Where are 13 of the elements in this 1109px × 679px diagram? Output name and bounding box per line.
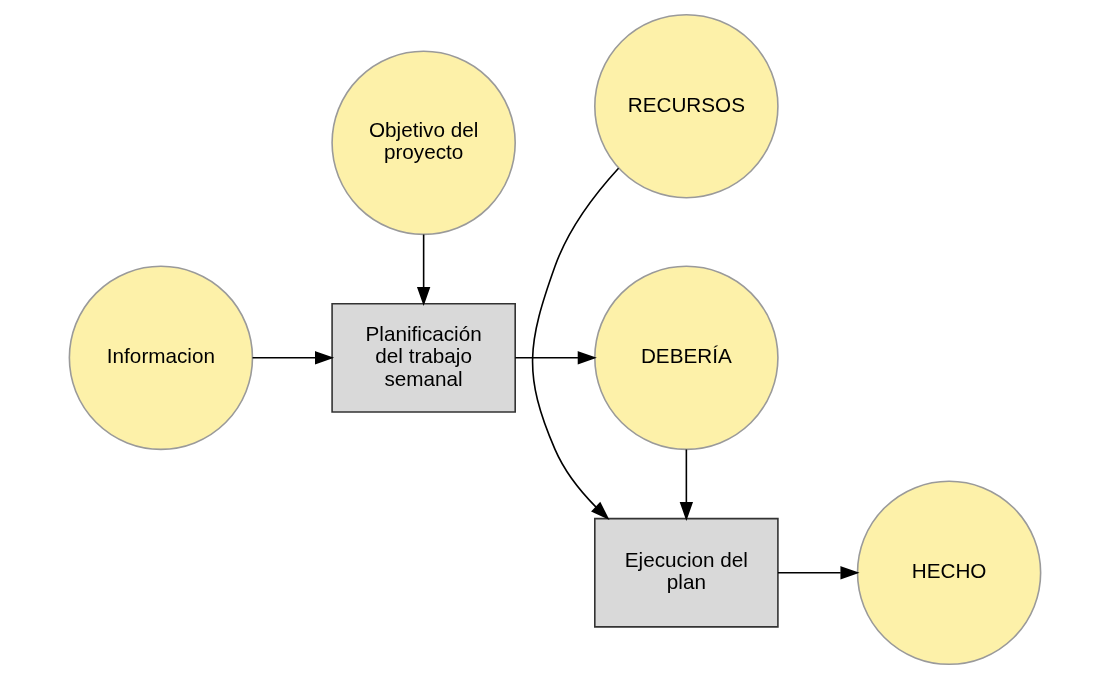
arrow <box>679 448 693 521</box>
arrow <box>513 351 597 365</box>
node-box: Ejecucion del plan <box>593 517 779 628</box>
node-circle: Informacion <box>68 265 253 451</box>
node-circle: RECURSOS <box>593 13 779 199</box>
arrow <box>251 351 334 365</box>
node-circle: DEBERÍA <box>593 265 779 451</box>
arrow <box>776 566 860 580</box>
arrow <box>416 233 430 307</box>
node-circle: HECHO <box>856 480 1041 666</box>
arrow <box>531 167 619 520</box>
node-box: Planificación del trabajo semanal <box>330 302 516 413</box>
node-circle: Objetivo del proyecto <box>330 50 516 236</box>
